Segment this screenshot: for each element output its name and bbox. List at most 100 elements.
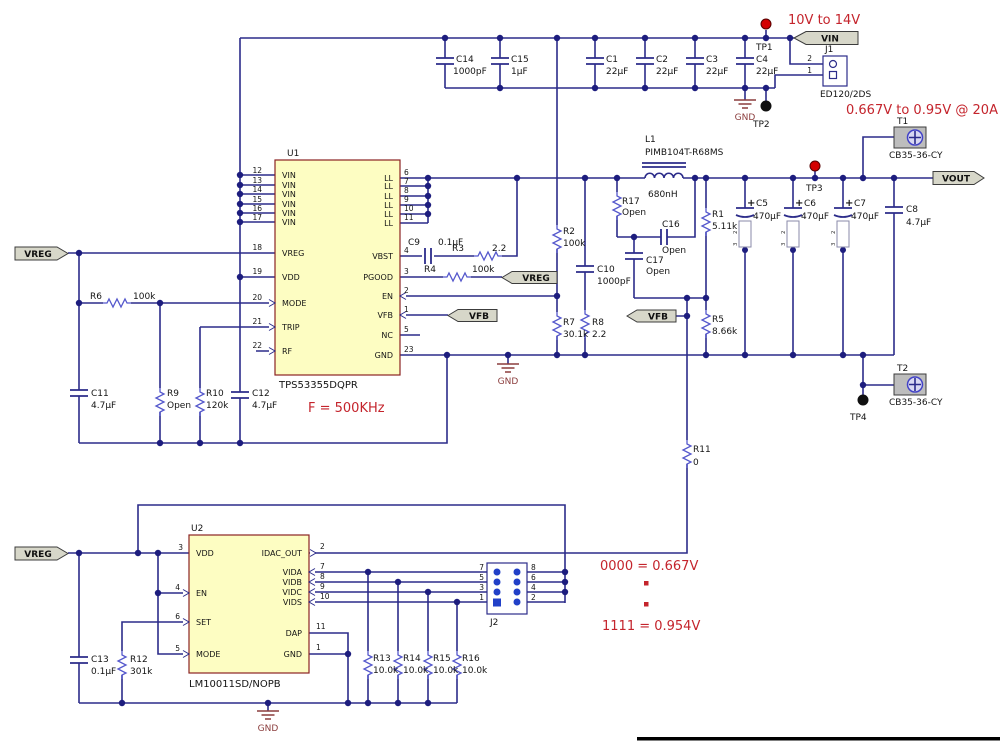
- c9-value: 0.1μF: [438, 238, 463, 248]
- c7-can-pin2: 2: [831, 231, 837, 235]
- u2-ref: U2: [191, 524, 203, 534]
- tp2-pad: [760, 100, 772, 112]
- tp2-label: TP2: [752, 120, 770, 130]
- vreg-tag-mid: VREG: [501, 271, 558, 284]
- u1-pin-13: 13: [252, 176, 262, 185]
- u2-name-mode: MODE: [196, 650, 220, 659]
- u2-pin-7: 7: [320, 562, 325, 571]
- u1-name-mode: MODE: [282, 299, 306, 308]
- r6-ref: R6: [90, 292, 102, 302]
- r9-ref: R9: [167, 389, 179, 399]
- c12-ref: C12: [252, 389, 270, 399]
- terminal-t2: T2 CB35-36-CY: [889, 364, 943, 408]
- u1-pin-1: 1: [404, 305, 409, 314]
- u1-pin-2: 2: [404, 286, 409, 295]
- u1-name-ll5: LL: [384, 210, 393, 219]
- u1-pin-7: 7: [404, 177, 409, 186]
- gnd-symbol-bottom: GND: [257, 710, 279, 734]
- r2-ref: R2: [563, 227, 575, 237]
- t2-ref: T2: [896, 364, 908, 374]
- u2-pin-names: VDD EN SET MODE IDAC_OUT VIDA VIDB VIDC …: [196, 549, 303, 659]
- u2-name-set: SET: [196, 618, 211, 627]
- r17-ref: R17: [622, 197, 640, 207]
- r15-ref: R15: [433, 654, 451, 664]
- r3-ref: R3: [452, 244, 464, 254]
- j2-pin-1: 1: [479, 593, 484, 602]
- u2-pin-10: 10: [320, 592, 330, 601]
- u1-name-vbst: VBST: [372, 252, 393, 261]
- u2-pin-3: 3: [178, 543, 183, 552]
- c6-can-pin2: 2: [781, 231, 787, 235]
- r11-ref: R11: [693, 445, 711, 455]
- u1-pin-names: VIN VIN VIN VIN VIN VIN VREG VDD MODE TR…: [281, 171, 394, 360]
- c11-ref: C11: [91, 389, 109, 399]
- c13-ref: C13: [91, 655, 109, 665]
- u2-name-vidb: VIDB: [283, 578, 302, 587]
- u2-pin-5: 5: [175, 644, 180, 653]
- tp4-pad: [857, 394, 869, 406]
- r11-value: 0: [693, 458, 699, 468]
- vfb-tag-2: VFB: [626, 309, 677, 323]
- r6-value: 100k: [133, 292, 156, 302]
- title-block-edge: [637, 737, 1000, 741]
- u2-name-vidc: VIDC: [282, 588, 302, 597]
- r10-value: 120k: [206, 401, 229, 411]
- u1-name-vin3: VIN: [282, 190, 296, 199]
- u1-ref: U1: [287, 149, 299, 159]
- r2-value: 100k: [563, 239, 586, 249]
- j1-part: ED120/2DS: [820, 90, 871, 100]
- vid-min-note: 0000 = 0.667V: [600, 559, 698, 574]
- vid-dot-2: [644, 602, 649, 607]
- vreg-tag-bottom: VREG: [14, 546, 69, 561]
- red-annotations: 10V to 14V 0.667V to 0.95V @ 20A 0000 = …: [600, 13, 998, 634]
- u1-pin-11: 11: [404, 213, 414, 222]
- tp3-pad: [809, 160, 821, 172]
- u1-name-rf: RF: [282, 347, 293, 356]
- c4-ref: C4: [756, 55, 768, 65]
- u1-pin-21: 21: [252, 317, 262, 326]
- u1-freq-note: F = 500KHz: [308, 401, 385, 416]
- connector-j1: 2 1 J1 ED120/2DS: [807, 45, 871, 100]
- c4-value: 22μF: [756, 67, 778, 77]
- c10-value: 1000pF: [597, 277, 631, 287]
- c3-value: 22μF: [706, 67, 728, 77]
- j1-pin-2: 2: [807, 54, 812, 63]
- r14-value: 10.0k: [403, 666, 429, 676]
- c6-plus: +: [795, 198, 803, 209]
- u1-pin-5: 5: [404, 325, 409, 334]
- c3-ref: C3: [706, 55, 718, 65]
- terminal-t1: T1 CB35-36-CY: [889, 117, 943, 161]
- j2-pin-8: 8: [531, 563, 536, 572]
- vin-range-note: 10V to 14V: [788, 13, 860, 28]
- c17-value: Open: [646, 267, 670, 277]
- u1-pin-19: 19: [252, 267, 262, 276]
- c5-value: 470μF: [753, 212, 781, 222]
- vid-max-note: 1111 = 0.954V: [602, 619, 700, 634]
- tp4-label: TP4: [849, 413, 867, 423]
- capacitor-glyphs: [70, 57, 903, 664]
- r9-value: Open: [167, 401, 191, 411]
- c2-value: 22μF: [656, 67, 678, 77]
- u1-pin-8: 8: [404, 186, 409, 195]
- u1-pin-numbers: 12 13 14 15 16 17 18 19 20 21 22 6 7 8 9…: [252, 166, 413, 354]
- vid-dot-1: [644, 581, 649, 586]
- u1-pin-23: 23: [404, 345, 414, 354]
- c6-value: 470μF: [801, 212, 829, 222]
- u1-name-ll2: LL: [384, 182, 393, 191]
- u1-name-ll1: LL: [384, 174, 393, 183]
- u1-name-ll3: LL: [384, 192, 393, 201]
- r1-ref: R1: [712, 210, 724, 220]
- c1-value: 22μF: [606, 67, 628, 77]
- c7-ref: C7: [854, 199, 866, 209]
- vout-tag-label: VOUT: [942, 175, 971, 185]
- vreg-tag-mid-label: VREG: [522, 274, 549, 284]
- j2-ref: J2: [489, 618, 498, 628]
- u2-pin-numbers: 3 4 6 5 2 7 8 9 10 11 1: [175, 542, 330, 653]
- gnd-label-mid: GND: [498, 377, 519, 387]
- u2-name-vids: VIDS: [283, 598, 302, 607]
- resistor-glyphs: [103, 192, 712, 679]
- u1-name-vin6: VIN: [282, 218, 296, 227]
- c8-ref: C8: [906, 205, 918, 215]
- u1-name-vdd: VDD: [282, 273, 300, 282]
- u2-pin-9: 9: [320, 582, 325, 591]
